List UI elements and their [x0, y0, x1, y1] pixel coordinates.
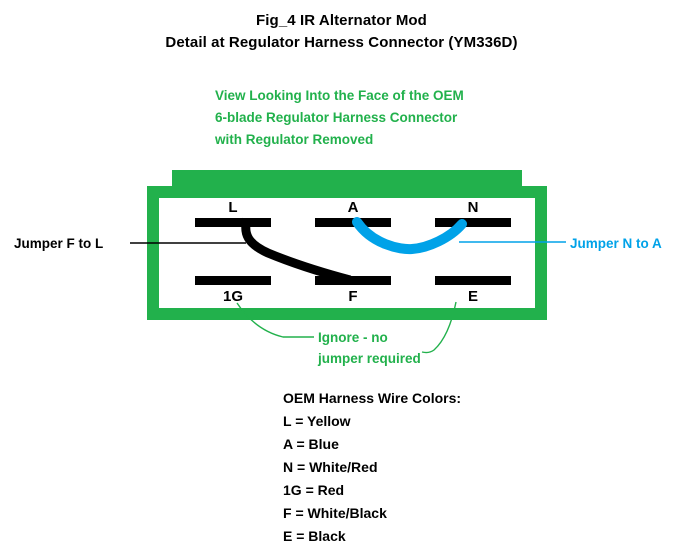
view-note-line-2: 6-blade Regulator Harness Connector — [215, 110, 458, 125]
callout-ignore-line-2: jumper required — [318, 351, 421, 366]
terminal-label-A: A — [347, 199, 359, 216]
view-note-line-3: with Regulator Removed — [215, 132, 374, 147]
callout-jumper-n-to-a: Jumper N to A — [570, 236, 662, 251]
callout-jumper-f-to-l: Jumper F to L — [14, 236, 104, 251]
terminal-label-N: N — [467, 199, 479, 216]
legend-item-E: E = Black — [283, 528, 346, 544]
legend-title: OEM Harness Wire Colors: — [283, 390, 462, 406]
connector-locking-tab — [172, 170, 522, 186]
view-note-line-1: View Looking Into the Face of the OEM — [215, 88, 464, 103]
terminal-blade-E — [435, 276, 511, 285]
title-line-2: Detail at Regulator Harness Connector (Y… — [165, 34, 518, 51]
terminal-blade-F — [315, 276, 391, 285]
terminal-blade-1G — [195, 276, 271, 285]
terminal-label-F: F — [348, 288, 358, 305]
terminal-label-L: L — [228, 199, 238, 216]
legend-item-1G: 1G = Red — [283, 482, 345, 498]
terminal-label-E: E — [467, 288, 478, 305]
callout-ignore-note: Ignore - no jumper required — [318, 327, 421, 369]
terminal-blade-N — [435, 218, 511, 227]
wire-color-legend: OEM Harness Wire Colors: L = Yellow A = … — [283, 387, 461, 548]
legend-item-F: F = White/Black — [283, 505, 387, 521]
callout-ignore-line-1: Ignore - no — [318, 330, 388, 345]
terminal-blade-L — [195, 218, 271, 227]
diagram-title: Fig_4 IR Alternator Mod Detail at Regula… — [0, 10, 683, 54]
terminal-label-1G: 1G — [222, 288, 243, 305]
legend-item-N: N = White/Red — [283, 459, 378, 475]
terminal-blade-A — [315, 218, 391, 227]
legend-item-A: A = Blue — [283, 436, 339, 452]
title-line-1: Fig_4 IR Alternator Mod — [256, 12, 427, 29]
view-orientation-note: View Looking Into the Face of the OEM 6-… — [215, 85, 464, 151]
legend-item-L: L = Yellow — [283, 413, 351, 429]
